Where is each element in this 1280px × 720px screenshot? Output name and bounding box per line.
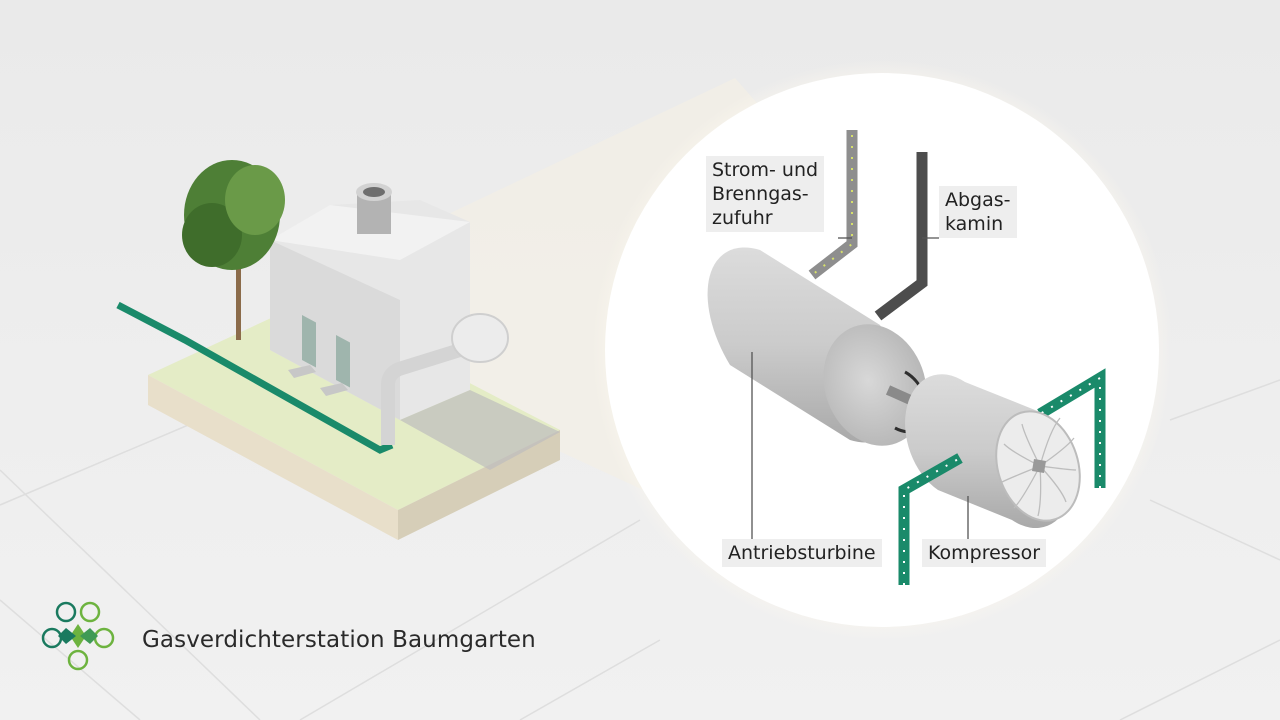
label-drive-turbine: Antriebsturbine: [722, 539, 882, 567]
site-ground: [148, 300, 560, 540]
leader-lines: [751, 237, 969, 539]
pipeline: [116, 301, 394, 454]
company-logo-icon: [41, 601, 115, 671]
tree: [182, 160, 285, 340]
station-caption: Gasverdichterstation Baumgarten: [142, 627, 536, 653]
compressor-building: [270, 183, 560, 470]
exhaust-pipe: [874, 152, 928, 321]
fuel-supply-pipe: [808, 130, 858, 280]
label-exhaust-chimney: Abgas- kamin: [939, 186, 1017, 238]
label-fuel-supply: Strom- und Brenngas- zufuhr: [706, 156, 825, 232]
label-compressor: Kompressor: [922, 539, 1047, 567]
compressor-unit: [898, 368, 1106, 585]
floor-grid: [0, 379, 1280, 720]
